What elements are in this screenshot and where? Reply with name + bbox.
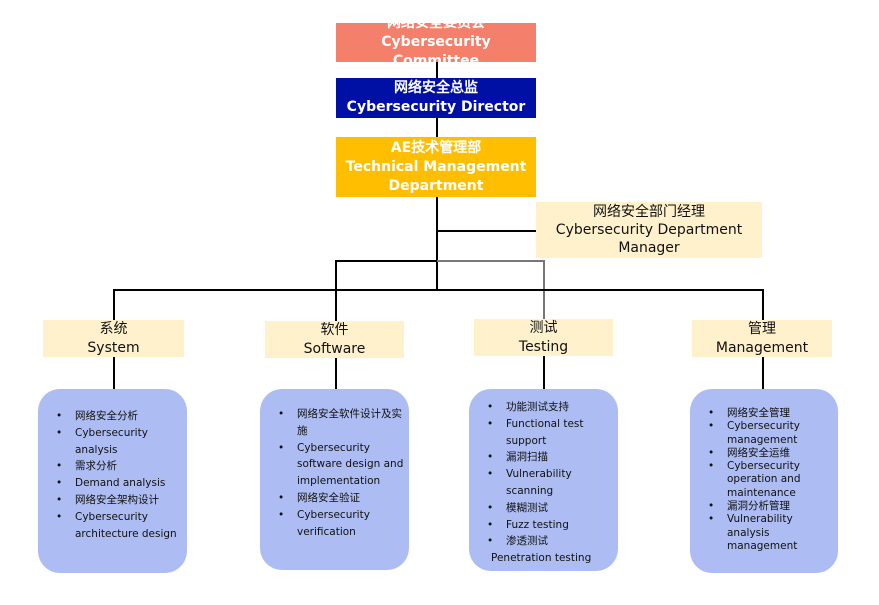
department-node: AE技术管理部 Technical Management Department: [336, 137, 536, 197]
connector-software-list: [335, 358, 337, 389]
list-item: Demand analysis: [56, 475, 186, 492]
list-item: 功能测试支持: [487, 399, 617, 416]
management-duties-box: 网络安全管理 Cybersecurity management 网络安全运维 C…: [690, 389, 838, 573]
committee-zh: 网络安全委员会: [387, 15, 485, 31]
manager-en-line1: Cybersecurity Department: [555, 222, 743, 238]
category-en: Testing: [518, 338, 569, 355]
category-system: 系统 System: [43, 320, 184, 357]
manager-node: 网络安全部门经理 Cybersecurity Department Manage…: [536, 202, 762, 258]
list-item: Functional test support: [487, 416, 617, 450]
department-zh: AE技术管理部: [390, 139, 482, 156]
list-item: Cybersecurity software design and implem…: [278, 440, 408, 490]
manager-zh: 网络安全部门经理: [593, 204, 705, 220]
category-management: 管理 Management: [692, 320, 832, 357]
list-item: 网络安全软件设计及实施: [278, 406, 408, 440]
category-zh: 软件: [320, 321, 349, 338]
connector-system-v: [113, 289, 115, 320]
connector-software-v: [335, 260, 337, 321]
director-en: Cybersecurity Director: [346, 99, 526, 115]
connector-committee-director: [436, 62, 438, 78]
category-zh: 系统: [99, 320, 128, 337]
category-software: 软件 Software: [265, 321, 404, 358]
management-duties-list: 网络安全管理 Cybersecurity management 网络安全运维 C…: [708, 407, 838, 553]
list-item: Cybersecurity management: [708, 420, 838, 447]
system-duties-list: 网络安全分析 Cybersecurity analysis 需求分析 Deman…: [56, 408, 186, 542]
list-item: 网络安全验证: [278, 490, 408, 507]
category-en: Management: [715, 339, 809, 356]
list-item: Fuzz testing: [487, 517, 617, 534]
list-item: 漏洞分析管理: [708, 500, 838, 514]
connector-trunk: [436, 197, 438, 290]
system-duties-box: 网络安全分析 Cybersecurity analysis 需求分析 Deman…: [38, 389, 187, 573]
connector-management-list: [762, 357, 764, 389]
testing-duties-list: 功能测试支持 Functional test support 漏洞扫描 Vuln…: [487, 399, 617, 567]
category-testing: 测试 Testing: [474, 319, 613, 356]
connector-testing-h: [437, 260, 544, 262]
list-item: 网络安全管理: [708, 407, 838, 421]
software-duties-box: 网络安全软件设计及实施 Cybersecurity software desig…: [260, 389, 409, 570]
list-item: 渗透测试: [487, 533, 617, 550]
connector-testing-list: [543, 356, 545, 389]
director-node: 网络安全总监 Cybersecurity Director: [336, 78, 536, 118]
list-item: 网络安全运维: [708, 447, 838, 461]
committee-node: 网络安全委员会 Cybersecurity Committee: [336, 15, 536, 69]
category-zh: 测试: [529, 319, 558, 336]
category-en: Software: [303, 340, 366, 357]
list-item: Cybersecurity operation and maintenance: [708, 460, 838, 500]
software-duties-list: 网络安全软件设计及实施 Cybersecurity software desig…: [278, 406, 408, 540]
list-item: 网络安全架构设计: [56, 492, 186, 509]
list-item: Cybersecurity architecture design: [56, 509, 186, 543]
list-item: Vulnerability scanning: [487, 466, 617, 500]
list-item: 需求分析: [56, 458, 186, 475]
manager-en-line2: Manager: [618, 240, 680, 256]
connector-system-list: [113, 357, 115, 389]
connector-director-department: [436, 118, 438, 137]
category-zh: 管理: [748, 320, 776, 337]
list-item: 漏洞扫描: [487, 449, 617, 466]
category-en: System: [87, 339, 140, 356]
connector-to-manager: [436, 230, 536, 232]
connector-system-h: [113, 289, 437, 291]
list-item: Vulnerability analysis management: [708, 513, 838, 553]
committee-en: Cybersecurity Committee: [381, 34, 491, 69]
connector-management-v: [762, 289, 764, 320]
list-item: 网络安全分析: [56, 408, 186, 425]
department-en-line1: Technical Management: [345, 158, 527, 175]
list-item: Cybersecurity analysis: [56, 425, 186, 459]
department-en-line2: Department: [388, 177, 484, 194]
connector-management-h: [437, 289, 763, 291]
testing-duties-box: 功能测试支持 Functional test support 漏洞扫描 Vuln…: [469, 389, 618, 571]
connector-software-h: [335, 260, 437, 262]
list-item: Cybersecurity verification: [278, 507, 408, 541]
director-zh: 网络安全总监: [394, 80, 478, 96]
list-item: Penetration testing: [491, 552, 592, 565]
list-item: 模糊测试: [487, 500, 617, 517]
